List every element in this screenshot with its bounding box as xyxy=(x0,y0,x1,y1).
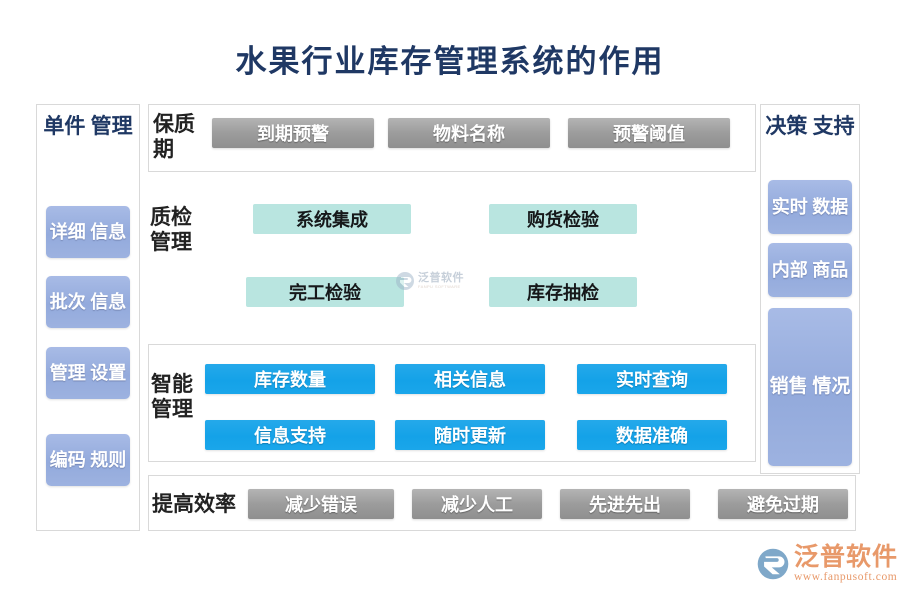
left-column-title: 单件 管理 xyxy=(43,114,133,138)
chip-material-name-label: 物料名称 xyxy=(433,124,505,144)
right-item-realtime-data[interactable]: 实时 数据 xyxy=(768,180,852,234)
chip-reduce-errors-label: 减少错误 xyxy=(285,495,357,515)
chip-purchase-inspection[interactable]: 购货检验 xyxy=(489,204,637,234)
chip-system-integration-label: 系统集成 xyxy=(296,210,368,230)
left-item-management-settings[interactable]: 管理 设置 xyxy=(46,347,130,399)
brand-logo-text: 泛普软件 www.fanpusoft.com xyxy=(794,545,898,584)
chip-fifo[interactable]: 先进先出 xyxy=(560,489,690,519)
section-efficiency-label: 提高效率 xyxy=(152,492,236,516)
watermark-text: 泛普软件 FANPU SOFTWARE xyxy=(418,273,464,289)
section-quality-inspection-label: 质检 管理 xyxy=(150,205,192,254)
brand-logo-main: 泛普软件 xyxy=(794,543,899,571)
right-column-title: 决策 支持 xyxy=(765,114,855,138)
right-item-internal-goods-label: 内部 商品 xyxy=(771,259,849,280)
chip-reduce-manual-labor-label: 减少人工 xyxy=(441,495,513,515)
left-item-batch-info[interactable]: 批次 信息 xyxy=(46,276,130,328)
chip-update-anytime[interactable]: 随时更新 xyxy=(395,420,545,450)
chip-inventory-sampling-label: 库存抽检 xyxy=(527,283,599,303)
chip-warning-threshold-label: 预警阈值 xyxy=(613,124,685,144)
left-item-detail-info-label: 详细 信息 xyxy=(49,221,127,242)
chip-expiry-warning[interactable]: 到期预警 xyxy=(212,118,374,148)
chip-inventory-quantity[interactable]: 库存数量 xyxy=(205,364,375,394)
watermark-sub: FANPU SOFTWARE xyxy=(418,284,461,289)
chip-realtime-query-label: 实时查询 xyxy=(616,370,688,390)
chip-reduce-manual-labor[interactable]: 减少人工 xyxy=(412,489,542,519)
chip-reduce-errors[interactable]: 减少错误 xyxy=(248,489,394,519)
chip-completion-inspection-label: 完工检验 xyxy=(289,283,361,303)
left-item-detail-info[interactable]: 详细 信息 xyxy=(46,206,130,258)
chip-warning-threshold[interactable]: 预警阈值 xyxy=(568,118,730,148)
left-item-management-settings-label: 管理 设置 xyxy=(49,362,127,383)
chip-expiry-warning-label: 到期预警 xyxy=(257,124,329,144)
right-item-realtime-data-label: 实时 数据 xyxy=(771,196,849,217)
chip-information-support-label: 信息支持 xyxy=(254,426,326,446)
chip-purchase-inspection-label: 购货检验 xyxy=(527,210,599,230)
brand-logo: 泛普软件 www.fanpusoft.com xyxy=(756,545,898,584)
brand-logo-icon xyxy=(757,548,789,580)
chip-inventory-quantity-label: 库存数量 xyxy=(254,370,326,390)
chip-realtime-query[interactable]: 实时查询 xyxy=(577,364,727,394)
left-item-coding-rules-label: 编码 规则 xyxy=(49,449,127,470)
section-shelf-life-label: 保质 期 xyxy=(153,112,195,161)
chip-fifo-label: 先进先出 xyxy=(589,495,661,515)
page-title: 水果行业库存管理系统的作用 xyxy=(235,44,665,79)
chip-accurate-data-label: 数据准确 xyxy=(616,426,688,446)
chip-update-anytime-label: 随时更新 xyxy=(434,426,506,446)
section-smart-management-label: 智能 管理 xyxy=(151,372,193,421)
left-item-coding-rules[interactable]: 编码 规则 xyxy=(46,434,130,486)
left-item-batch-info-label: 批次 信息 xyxy=(49,291,127,312)
chip-accurate-data[interactable]: 数据准确 xyxy=(577,420,727,450)
chip-completion-inspection[interactable]: 完工检验 xyxy=(246,277,404,307)
brand-logo-sub: www.fanpusoft.com xyxy=(794,571,898,583)
chip-inventory-sampling[interactable]: 库存抽检 xyxy=(489,277,637,307)
right-item-sales-status[interactable]: 销售 情况 xyxy=(768,308,852,466)
chip-avoid-expiry-label: 避免过期 xyxy=(747,495,819,515)
chip-system-integration[interactable]: 系统集成 xyxy=(253,204,411,234)
chip-avoid-expiry[interactable]: 避免过期 xyxy=(718,489,848,519)
chip-related-information-label: 相关信息 xyxy=(434,370,506,390)
chip-information-support[interactable]: 信息支持 xyxy=(205,420,375,450)
watermark: 泛普软件 FANPU SOFTWARE xyxy=(395,268,491,294)
chip-material-name[interactable]: 物料名称 xyxy=(388,118,550,148)
chip-related-information[interactable]: 相关信息 xyxy=(395,364,545,394)
watermark-main: 泛普软件 xyxy=(418,272,464,284)
right-item-internal-goods[interactable]: 内部 商品 xyxy=(768,243,852,297)
right-item-sales-status-label: 销售 情况 xyxy=(769,376,851,398)
